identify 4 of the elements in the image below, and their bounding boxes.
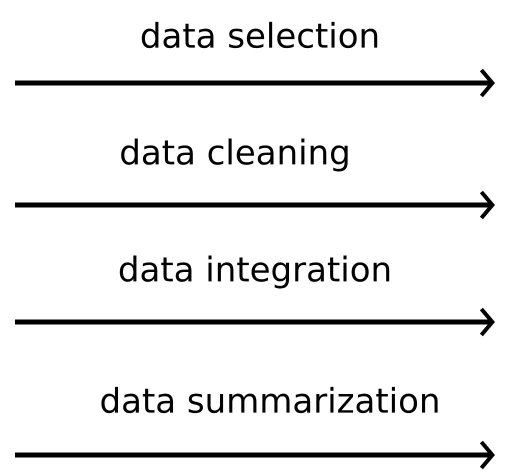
step-label: data cleaning xyxy=(121,138,348,172)
step-label: data selection xyxy=(142,22,378,48)
step-label: data integration xyxy=(120,256,390,288)
step-label: data summarization xyxy=(101,386,438,414)
